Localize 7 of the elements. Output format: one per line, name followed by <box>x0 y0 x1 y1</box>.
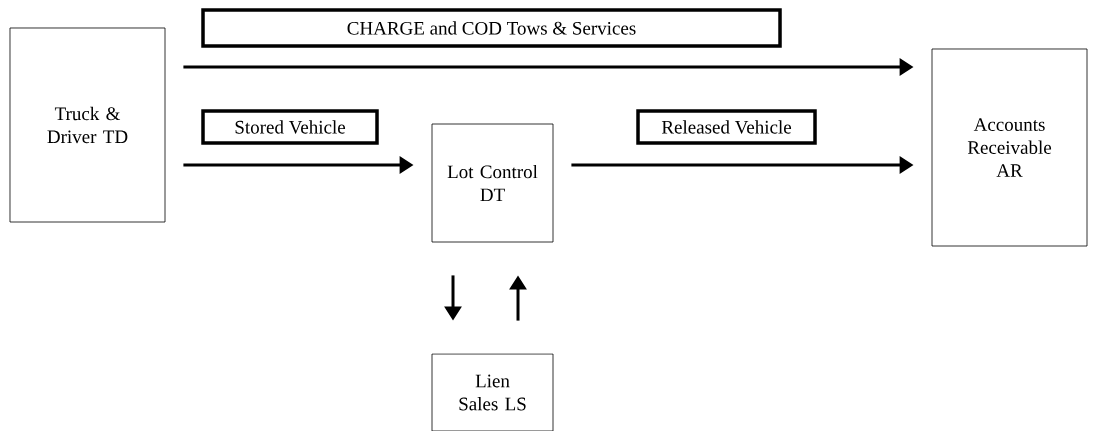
process-box: Accounts Receivable AR <box>931 48 1088 247</box>
process-box: Lien Sales LS <box>431 353 554 431</box>
process-box: Truck & Driver TD <box>9 27 166 223</box>
edge-label: Stored Vehicle <box>201 109 379 145</box>
edge-label: CHARGE and COD Tows & Services <box>201 8 782 48</box>
process-box: Lot Control DT <box>431 123 554 243</box>
edge-label: Released Vehicle <box>636 109 817 145</box>
